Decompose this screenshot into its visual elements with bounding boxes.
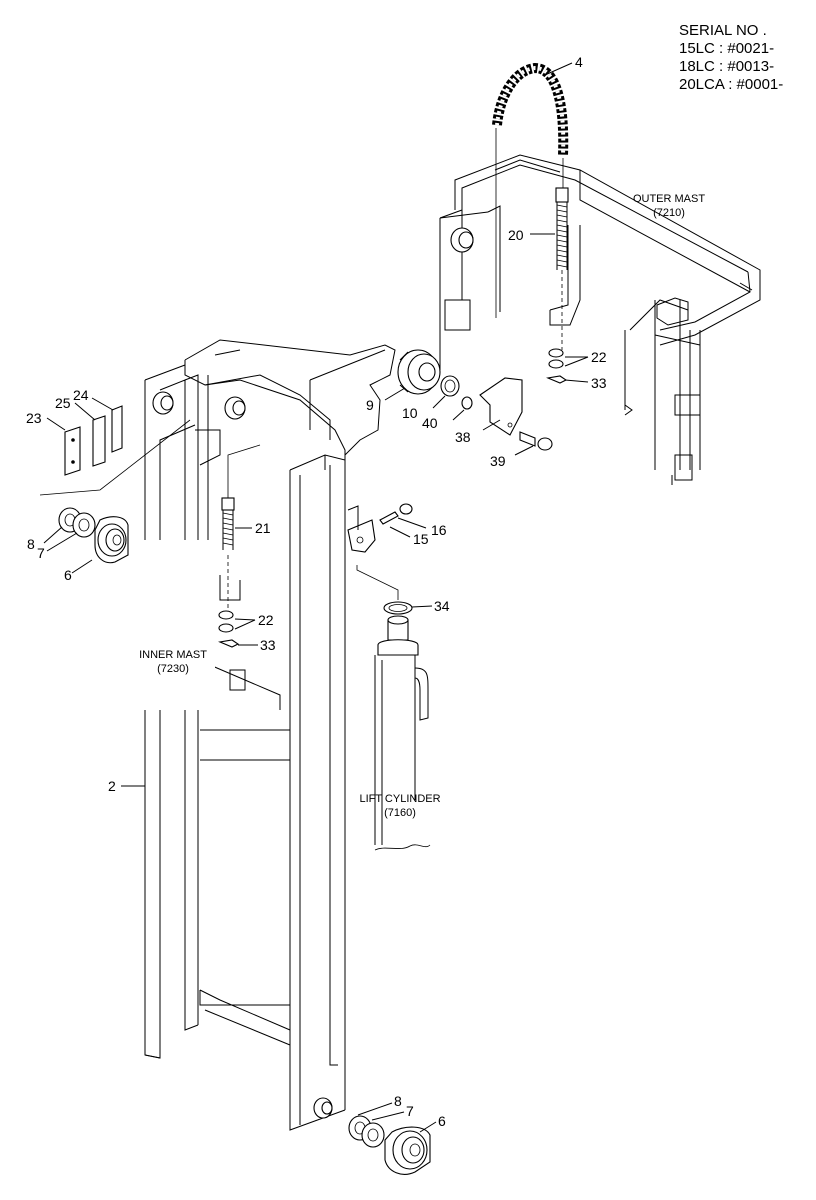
shim-part-7-lower: [361, 1122, 385, 1148]
serial-number-block: SERIAL NO . 15LC : #0021- 18LC : #0013- …: [679, 22, 783, 94]
callout-39: 39: [490, 453, 506, 469]
callout-9: 9: [366, 397, 374, 413]
callout-38: 38: [455, 429, 471, 445]
washer-part-40: [461, 396, 473, 410]
callout-8-upper: 8: [27, 536, 35, 552]
plate-part-25: [92, 415, 106, 467]
roller-bearing-part-6-lower: [384, 1126, 431, 1175]
assembly-captions: OUTER MAST (7210) INNER MAST (7230) LIFT…: [139, 193, 705, 819]
cotter-pin-part-33-lower: [218, 639, 240, 648]
callout-24: 24: [73, 387, 89, 403]
callout-10: 10: [402, 405, 418, 421]
outer-mast-drawing: [439, 154, 761, 485]
serial-line-15lc: 15LC : #0021-: [679, 40, 775, 57]
serial-heading: SERIAL NO .: [679, 22, 767, 39]
callout-2: 2: [108, 778, 116, 794]
callout-6-upper: 6: [64, 567, 72, 583]
snap-ring-part-10: [440, 375, 460, 397]
leader-lines: [43, 62, 589, 1133]
inner-mast-label: INNER MAST: [139, 649, 207, 661]
callout-8-lower: 8: [394, 1093, 402, 1109]
lift-cylinder-drawing: [374, 615, 431, 851]
callout-40: 40: [422, 415, 438, 431]
roller-bearing-part-6-upper: [94, 516, 129, 564]
outer-mast-code: (7210): [653, 207, 685, 219]
callout-15: 15: [413, 531, 429, 547]
nut-part-16: [399, 503, 413, 515]
inner-mast-code: (7230): [157, 663, 189, 675]
callout-20: 20: [508, 227, 524, 243]
nuts-part-22-lower: [218, 610, 234, 633]
lift-chain-part-4: [492, 62, 569, 318]
cotter-pin-part-33-upper: [546, 375, 568, 384]
plate-part-24: [111, 405, 123, 453]
inner-mast-drawing: [144, 339, 396, 1131]
chain-anchor-bolt-part-21: [219, 497, 241, 610]
cylinder-bracket: [347, 505, 376, 553]
serial-line-18lc: 18LC : #0013-: [679, 58, 775, 75]
outer-mast-label: OUTER MAST: [633, 193, 705, 205]
callout-16: 16: [431, 522, 447, 538]
callout-25: 25: [55, 395, 71, 411]
nuts-part-22-upper: [548, 348, 564, 369]
callout-34: 34: [434, 598, 450, 614]
o-ring-part-34: [383, 601, 413, 615]
callout-7-upper: 7: [37, 545, 45, 561]
chain-anchor-bolt-part-20: [555, 187, 569, 350]
shim-part-23: [64, 426, 81, 476]
callout-6-lower: 6: [438, 1113, 446, 1129]
callout-33-upper: 33: [591, 375, 607, 391]
callout-23: 23: [26, 410, 42, 426]
lift-cylinder-label: LIFT CYLINDER: [359, 793, 440, 805]
callout-22-upper: 22: [591, 349, 607, 365]
shim-part-7-upper: [72, 512, 96, 538]
chain-sheave-part-9: [397, 349, 441, 395]
bracket-part-38: [479, 377, 523, 436]
lift-cylinder-code: (7160): [384, 807, 416, 819]
callout-22-lower: 22: [258, 612, 274, 628]
callout-33-lower: 33: [260, 637, 276, 653]
callout-4: 4: [575, 54, 583, 70]
bolt-part-39: [519, 431, 553, 451]
bolt-part-15: [379, 511, 399, 525]
callout-7-lower: 7: [406, 1103, 414, 1119]
serial-line-20lca: 20LCA : #0001-: [679, 76, 784, 93]
callout-21: 21: [255, 520, 271, 536]
callout-numbers: 4 20 22 33 9 10 40 38 39 23 25 24 8 7 6 …: [26, 54, 607, 1129]
